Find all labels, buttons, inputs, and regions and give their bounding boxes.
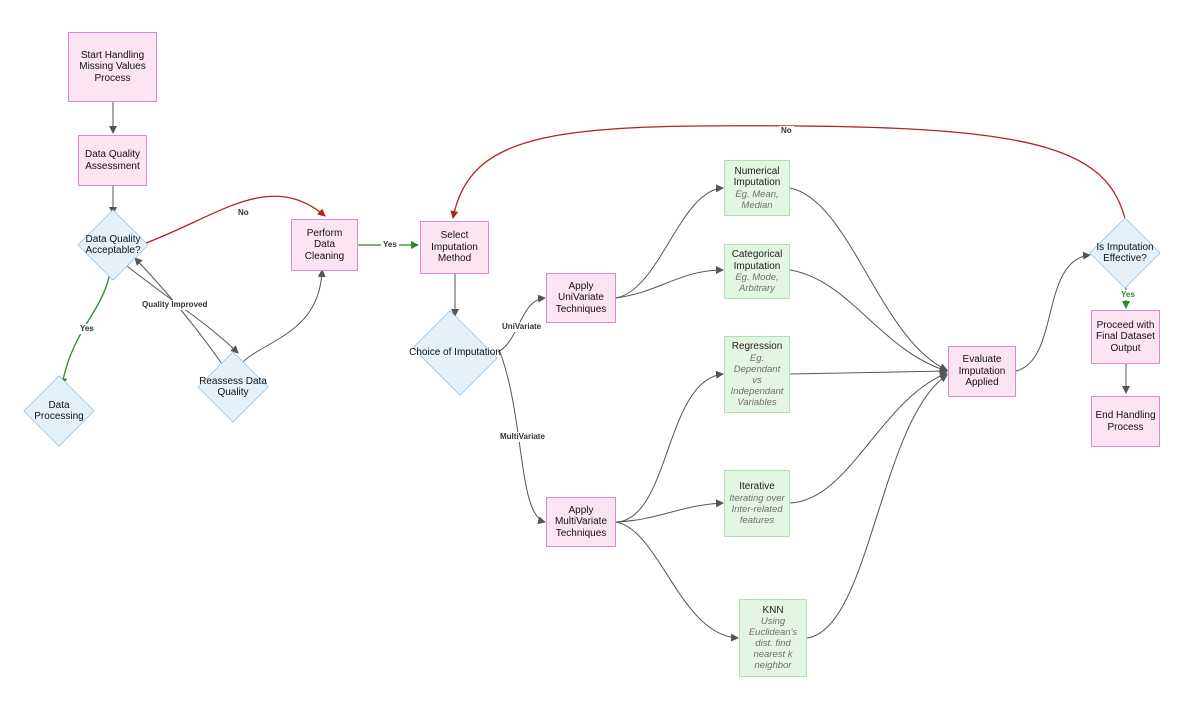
edge-knn-evaluate (806, 374, 948, 639)
edge-label-univariate: UniVariate (500, 322, 544, 332)
node-categorical-imputation[interactable]: Categorical Imputation Eg. Mode, Arbitra… (724, 244, 790, 299)
node-numerical-title: Numerical Imputation (733, 165, 781, 189)
edge-choice-univariate (497, 294, 546, 353)
edge-effective-select-no (450, 125, 1127, 224)
edge-acceptable-cleaning-no (145, 195, 326, 244)
edge-multivariate-knn (615, 521, 739, 642)
node-proceed-final-output-label: Proceed with Final Dataset Output (1096, 319, 1155, 354)
edge-label-quality-improved: Quality Improved (140, 300, 210, 310)
edge-reassess-cleaning (239, 269, 326, 366)
decision-data-quality-acceptable[interactable]: Data Quality Acceptable? (78, 210, 148, 280)
node-regression-desc: Eg. Dependant vs Independant Variables (730, 352, 784, 408)
edge-categorical-evaluate (789, 269, 948, 373)
node-select-imputation-method-label: Select Imputation Method (431, 230, 478, 265)
node-knn[interactable]: KNN Using Euclidean's dist. find nearest… (739, 599, 807, 677)
decision-data-processing-label: Data Processing (34, 399, 84, 423)
decision-is-imputation-effective[interactable]: Is Imputation Effective? (1090, 218, 1160, 288)
node-evaluate-imputation-label: Evaluate Imputation Applied (958, 354, 1006, 389)
edge-label-multivariate: MultiVariate (498, 432, 547, 442)
node-regression[interactable]: Regression Eg. Dependant vs Independant … (724, 336, 790, 413)
decision-data-processing[interactable]: Data Processing (24, 376, 94, 446)
node-select-imputation-method[interactable]: Select Imputation Method (420, 221, 489, 274)
node-data-quality-assessment-label: Data Quality Assessment (84, 149, 141, 172)
decision-choice-of-imputation[interactable]: Choice of Imputation (408, 316, 502, 390)
edge-iterative-evaluate (789, 371, 948, 504)
node-regression-title: Regression (731, 341, 783, 353)
decision-is-imputation-effective-label: Is Imputation Effective? (1096, 241, 1154, 265)
node-start[interactable]: Start Handling Missing Values Process (68, 32, 157, 102)
edge-univariate-numerical (615, 184, 724, 299)
decision-reassess-data-quality-label: Reassess Data Quality (199, 375, 267, 399)
node-end-label: End Handling Process (1095, 410, 1156, 433)
edge-reassess-acceptable (134, 257, 223, 365)
node-knn-title: KNN (762, 604, 784, 616)
edge-numerical-evaluate (789, 187, 948, 371)
edge-evaluate-effective (1015, 251, 1091, 372)
node-proceed-final-output[interactable]: Proceed with Final Dataset Output (1091, 310, 1160, 364)
edge-label-yes-proceed: Yes (1119, 290, 1137, 300)
decision-choice-of-imputation-label: Choice of Imputation (409, 347, 501, 359)
edge-multivariate-iterative (615, 499, 724, 523)
node-apply-univariate-label: Apply UniVariate Techniques (555, 280, 607, 315)
node-numerical-desc: Eg. Mean, Median (735, 188, 779, 211)
node-start-label: Start Handling Missing Values Process (79, 49, 146, 84)
node-apply-multivariate-label: Apply MultiVariate Techniques (554, 504, 608, 539)
node-iterative[interactable]: Iterative Iterating over Inter-related f… (724, 470, 790, 537)
node-knn-desc: Using Euclidean's dist. find nearest k n… (748, 616, 798, 672)
edge-label-yes-processing: Yes (78, 324, 96, 334)
node-iterative-title: Iterative (739, 481, 775, 493)
node-numerical-imputation[interactable]: Numerical Imputation Eg. Mean, Median (724, 160, 790, 216)
node-apply-multivariate[interactable]: Apply MultiVariate Techniques (546, 497, 616, 547)
node-perform-data-cleaning[interactable]: Perform Data Cleaning (291, 219, 358, 271)
node-categorical-desc: Eg. Mode, Arbitrary (735, 272, 779, 294)
edge-label-no-loop: No (779, 126, 794, 136)
edge-choice-multivariate (499, 351, 546, 525)
edge-multivariate-regression (615, 370, 724, 523)
node-data-quality-assessment[interactable]: Data Quality Assessment (78, 135, 147, 186)
edge-regression-evaluate (789, 367, 948, 376)
node-end[interactable]: End Handling Process (1091, 396, 1160, 447)
node-evaluate-imputation[interactable]: Evaluate Imputation Applied (948, 346, 1016, 397)
node-perform-data-cleaning-label: Perform Data Cleaning (304, 227, 345, 262)
decision-data-quality-acceptable-label: Data Quality Acceptable? (85, 233, 141, 257)
edge-acceptable-processing-yes (59, 271, 111, 386)
edge-label-no-cleaning: No (236, 208, 251, 218)
node-categorical-title: Categorical Imputation (731, 249, 783, 272)
node-iterative-desc: Iterating over Inter-related features (729, 492, 785, 526)
edge-univariate-categorical (615, 266, 724, 299)
node-apply-univariate[interactable]: Apply UniVariate Techniques (546, 273, 616, 323)
decision-reassess-data-quality[interactable]: Reassess Data Quality (198, 352, 268, 422)
edge-label-yes-select: Yes (381, 240, 399, 250)
